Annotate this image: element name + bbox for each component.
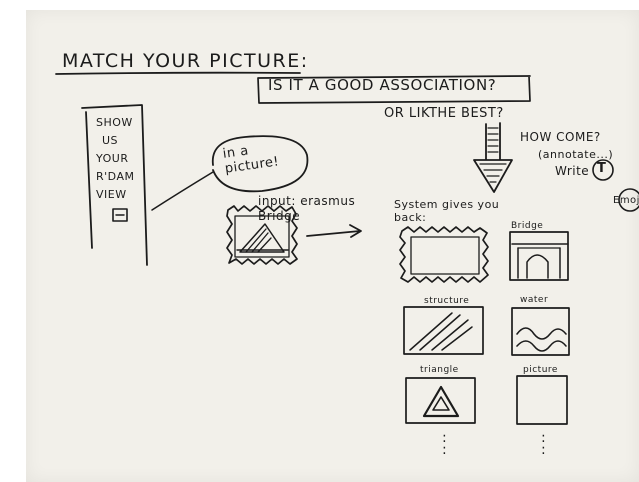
more-results-ellipsis: :	[541, 430, 547, 446]
title-underline	[55, 71, 301, 75]
system-label: System gives you back:	[394, 198, 500, 224]
input-arrow	[306, 224, 362, 238]
question-alt: OR LIKTHE BEST?	[384, 106, 504, 121]
result-3-frame	[403, 306, 484, 355]
sidebar-box	[81, 104, 148, 266]
sidebar-line: R'DAM	[96, 170, 135, 183]
input-label: input: erasmus Bridge	[258, 194, 356, 223]
page-title: MATCH YOUR PICTURE:	[62, 50, 309, 72]
more-results-ellipsis: :	[541, 442, 547, 458]
emoji-circle	[618, 188, 639, 212]
question-box	[257, 75, 531, 104]
result-2-frame	[509, 231, 569, 281]
result-1-frame	[399, 226, 489, 283]
write-circle-letter: T	[597, 161, 607, 176]
more-results-ellipsis: :	[442, 442, 448, 458]
sidebar-line: SHOW	[96, 116, 133, 129]
paper-sheet	[26, 10, 639, 482]
sidebar-line: VIEW	[96, 188, 127, 201]
emoji-label: Emoji	[613, 195, 639, 206]
more-results-ellipsis: :	[442, 430, 448, 446]
speech-bubble	[211, 135, 309, 193]
sidebar-line: US	[102, 134, 119, 147]
input-image-frame	[226, 205, 298, 265]
result-5-caption: triangle	[420, 365, 459, 375]
connector-line	[151, 171, 214, 211]
result-6-frame	[516, 375, 568, 425]
result-4-frame	[511, 307, 570, 356]
result-4-caption: water	[520, 295, 549, 305]
sidebar-left-edge	[85, 111, 93, 249]
sidebar-line: YOUR	[96, 152, 129, 165]
how-come-label: HOW COME?	[520, 130, 601, 144]
result-3-caption: structure	[424, 296, 470, 306]
down-arrow	[473, 122, 513, 193]
write-circle	[592, 159, 614, 181]
result-5-frame	[405, 377, 476, 424]
result-2-caption: Bridge	[511, 221, 544, 231]
sidebar-small-icon	[112, 208, 128, 222]
write-label: Write	[555, 164, 590, 178]
annotate-label: (annotate...)	[538, 148, 614, 161]
question-main: IS IT A GOOD ASSOCIATION?	[268, 76, 497, 94]
result-6-caption: picture	[523, 365, 558, 375]
